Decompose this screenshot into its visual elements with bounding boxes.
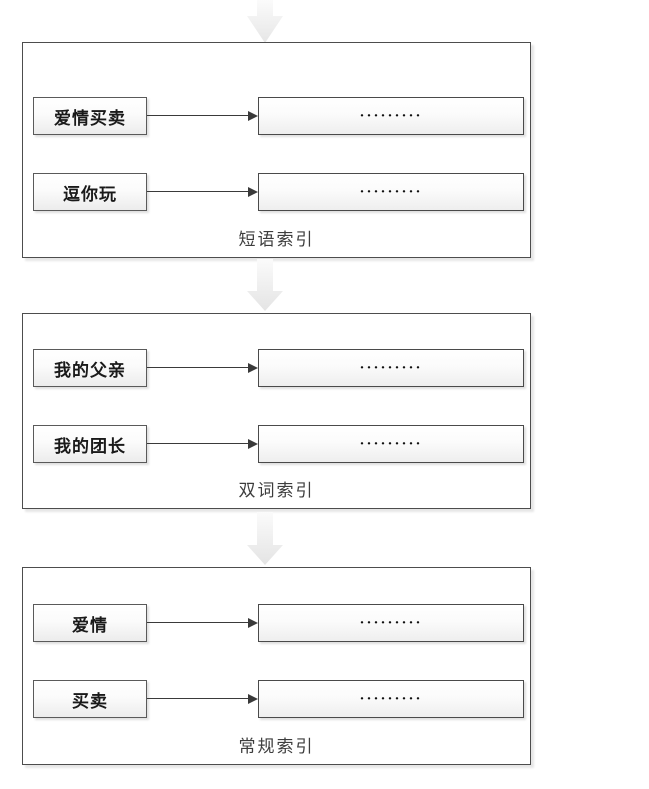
section-label: 双词索引 bbox=[238, 481, 315, 500]
arrow-line bbox=[147, 622, 250, 623]
arrow-head-icon bbox=[248, 618, 258, 628]
term-to-posting-arrow bbox=[147, 363, 258, 373]
term-to-posting-arrow bbox=[147, 111, 258, 121]
flow-down-arrow bbox=[247, 512, 283, 565]
arrow-line bbox=[147, 443, 250, 444]
term-box: 我的团长 bbox=[33, 425, 147, 463]
arrow-line bbox=[147, 367, 250, 368]
arrow-head-icon bbox=[248, 111, 258, 121]
flow-down-arrow bbox=[247, 0, 283, 43]
section-phrase-index: 爱情买卖 ········· 逗你玩 ········· 短语索引 bbox=[22, 42, 531, 258]
term-box: 我的父亲 bbox=[33, 349, 147, 387]
posting-box: ········· bbox=[258, 604, 524, 642]
arrow-line bbox=[147, 698, 250, 699]
flow-down-arrow bbox=[247, 259, 283, 311]
section-label: 短语索引 bbox=[238, 230, 315, 249]
arrow-head-icon bbox=[248, 187, 258, 197]
term-box: 爱情 bbox=[33, 604, 147, 642]
arrow-head-icon bbox=[248, 439, 258, 449]
term-to-posting-arrow bbox=[147, 694, 258, 704]
arrow-head-icon bbox=[248, 694, 258, 704]
term-box: 逗你玩 bbox=[33, 173, 147, 211]
posting-box: ········· bbox=[258, 97, 524, 135]
section-label: 常规索引 bbox=[238, 737, 315, 756]
section-regular-index: 爱情 ········· 买卖 ········· 常规索引 bbox=[22, 567, 531, 765]
arrow-head-icon bbox=[248, 363, 258, 373]
posting-box: ········· bbox=[258, 680, 524, 718]
term-to-posting-arrow bbox=[147, 618, 258, 628]
arrow-line bbox=[147, 115, 250, 116]
term-to-posting-arrow bbox=[147, 187, 258, 197]
posting-box: ········· bbox=[258, 173, 524, 211]
arrow-line bbox=[147, 191, 250, 192]
posting-box: ········· bbox=[258, 349, 524, 387]
section-biword-index: 我的父亲 ········· 我的团长 ········· 双词索引 bbox=[22, 313, 531, 509]
posting-box: ········· bbox=[258, 425, 524, 463]
term-box: 爱情买卖 bbox=[33, 97, 147, 135]
term-to-posting-arrow bbox=[147, 439, 258, 449]
term-box: 买卖 bbox=[33, 680, 147, 718]
